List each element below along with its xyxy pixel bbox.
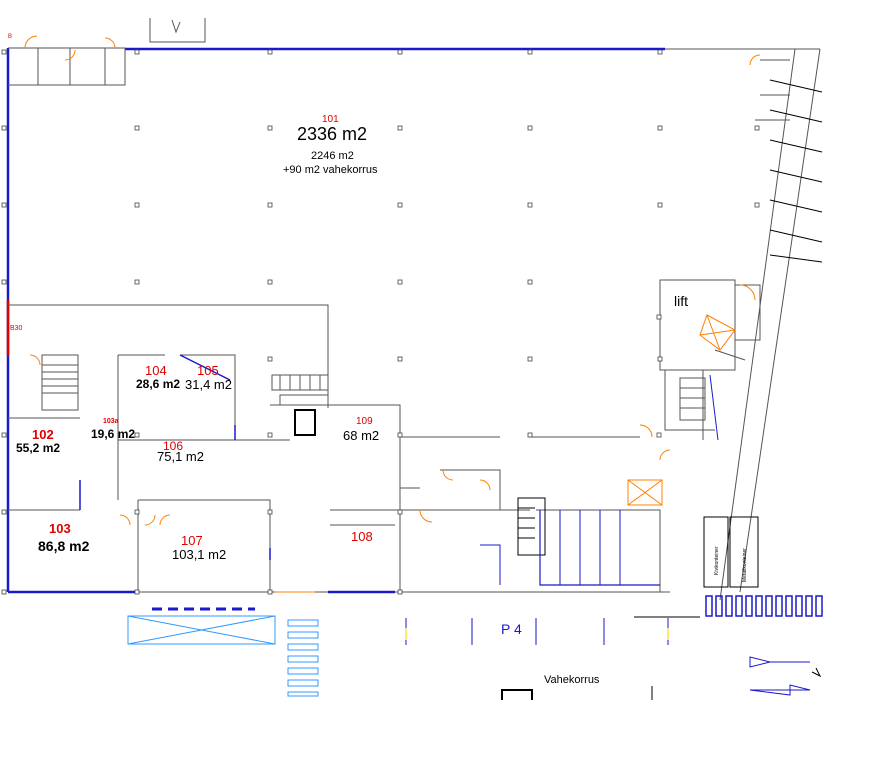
room-101-area: 2336 m2 [297,124,368,144]
room-103a-number: 103a [103,418,119,425]
axis-b30-label: B30 [10,325,23,332]
room-103a-area: 19,6 m2 [91,427,136,441]
room-107-number: 107 [181,533,203,548]
room-104-number: 104 [145,363,167,378]
mezzanine-label: Vahekorrus [544,674,600,686]
room-101-number: 101 [322,114,339,125]
room-106-area: 75,1 m2 [157,449,204,464]
room-104-area: 28,6 m2 [136,377,181,391]
room-101-detail-2: +90 m2 vahekorrus [283,164,378,176]
room-109-number: 109 [356,416,373,427]
room-101-detail-1: 2246 m2 [311,150,354,162]
axis-b-label: B [8,34,13,40]
container-1-label: Kivikonteiner [714,546,720,575]
room-105-number: 105 [197,363,219,378]
room-105-area: 31,4 m2 [185,377,232,392]
room-103-area: 86,8 m2 [38,538,90,554]
room-106-number: 106 [163,439,184,453]
room-108-number: 108 [351,529,373,544]
room-102-number: 102 [32,427,54,442]
container-2-label: Metallkonteiner [742,548,748,582]
parking-label: P 4 [501,621,522,637]
room-107-area: 103,1 m2 [172,547,227,562]
lift-label: lift [674,293,688,309]
room-109-area: 68 m2 [343,428,380,443]
room-102-area: 55,2 m2 [16,441,61,455]
room-103-number: 103 [49,521,71,536]
